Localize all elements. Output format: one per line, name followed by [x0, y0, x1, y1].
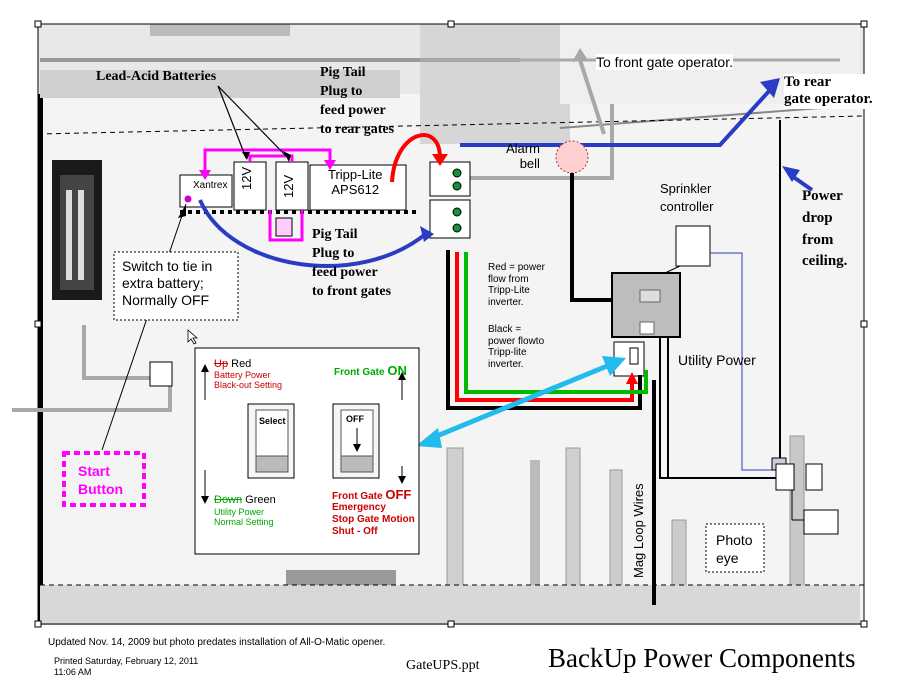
xantrex-switch-icon [184, 195, 192, 203]
green-cable [464, 252, 648, 394]
photo-eye-note-box [705, 523, 765, 573]
switch-panel [194, 347, 420, 555]
xantrex-label: Xantrex [193, 180, 228, 191]
photo-eye-label: Photo eye [716, 532, 753, 566]
start-button-pointer [101, 203, 187, 451]
start-button-label[interactable]: Start Button [78, 463, 124, 498]
mag-loop-label: Mag Loop Wires [631, 483, 646, 578]
magenta-wiring [203, 148, 332, 242]
cursor-icon [187, 329, 199, 345]
cyan-arrow [431, 361, 613, 441]
updated-note: Updated Nov. 14, 2009 but photo predates… [48, 637, 386, 648]
utility-normal-label: Utility Power Normal Setting [214, 507, 274, 528]
battery-b-label: 12V [281, 174, 296, 198]
pigtail-front-label: Pig Tail Plug to feed power to front gat… [312, 227, 392, 299]
front-gate-conduit [460, 104, 614, 180]
filename-label: GateUPS.ppt [406, 658, 480, 673]
switch-box [275, 217, 293, 237]
start-button-box [62, 451, 146, 507]
switch-note-box [113, 251, 239, 321]
rear-pigtail-arrow [390, 133, 442, 183]
tripp-lite-label: Tripp-Lite APS612 [328, 167, 383, 197]
to-rear-gate-label: To rear gate operator. [784, 74, 873, 109]
rear-outlet [429, 161, 471, 197]
select-switch-label[interactable]: Select [259, 416, 286, 426]
rear-gate-line [460, 88, 772, 147]
printed-date: Printed Saturday, February 12, 2011 11:0… [54, 656, 199, 677]
down-green-label: Down Green [214, 494, 276, 506]
page-title: BackUp Power Components [548, 643, 856, 673]
photo-eye-box [775, 463, 795, 491]
battery-1 [233, 161, 267, 211]
off-switch-label[interactable]: OFF [346, 414, 364, 424]
utility-line [659, 337, 776, 479]
selection-handles [34, 20, 868, 628]
front-outlet [429, 199, 471, 239]
utility-power-label: Utility Power [678, 352, 756, 368]
battery-power-label: Battery Power Black-out Setting [214, 370, 283, 391]
sprinkler-box [675, 225, 711, 267]
to-front-gate-label: To front gate operator. [596, 54, 733, 71]
black-note-label: Black = power flowto Tripp-lite inverter… [488, 324, 545, 370]
up-red-label: Up Red [214, 358, 252, 370]
front-pigtail-arrow [198, 199, 430, 268]
front-gate-on-label: Front Gate ON [334, 363, 407, 378]
switch-note-label: Switch to tie in extra battery; Normally… [122, 258, 213, 308]
front-gate-off-label: Front Gate OFF [332, 487, 412, 502]
red-cable [455, 252, 634, 402]
lead-acid-label: Lead-Acid Batteries [96, 69, 217, 84]
tripp-lite-box [309, 164, 407, 211]
emergency-label: Emergency Stop Gate Motion Shut - Off [332, 502, 415, 537]
alarm-bell-label: Alarm bell [506, 141, 540, 171]
battery-a-label: 12V [239, 166, 254, 190]
sprinkler-label: Sprinkler controller [660, 181, 714, 215]
alarm-bell-icon [555, 140, 589, 174]
power-drop-label: Power drop from ceiling. [802, 188, 848, 270]
red-note-label: Red = power flow from Tripp-Lite inverte… [488, 262, 545, 308]
lead-acid-pointers [217, 85, 289, 159]
pigtail-rear-label: Pig Tail Plug to feed power to rear gate… [320, 65, 395, 137]
